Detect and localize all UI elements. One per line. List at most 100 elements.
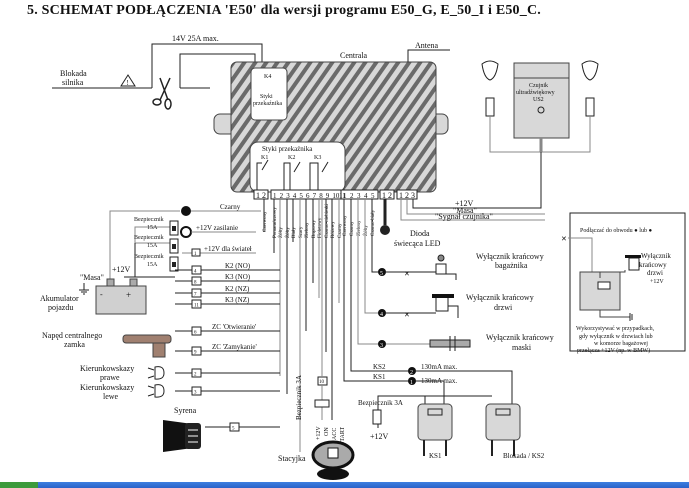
- inset-note-4: przełącza +12V (np. w BMW): [577, 347, 650, 354]
- c11-pin-2: 2: [280, 192, 284, 200]
- wire-color-label: Szary: [299, 226, 304, 238]
- battery-icon: - +: [95, 278, 147, 315]
- output-label-8: K3 (NO): [225, 273, 251, 281]
- output-pin-2: 2: [194, 373, 197, 378]
- immobilizer-label-2: silnika: [62, 78, 84, 87]
- led-pin-1: 1: [382, 191, 386, 200]
- c11-pin-4: 4: [293, 192, 297, 200]
- ign-term-start: START: [340, 427, 346, 445]
- c5-pin-2: 2: [350, 192, 354, 200]
- inset-switch-label-1: Wyłącznik: [641, 252, 671, 260]
- central-lock-label-2: zamka: [64, 340, 85, 349]
- ultrasonic-sensor: Czujnik ultradźwiękowy US2: [481, 60, 599, 153]
- output-pin-8: 8: [194, 281, 197, 286]
- output-box-9: [191, 346, 202, 356]
- fuse-icon: [169, 238, 179, 254]
- sensor-label-1: Czujnik: [529, 83, 548, 89]
- ground-label: "Masa": [80, 273, 104, 282]
- output-box-2: [191, 368, 202, 378]
- cut-mark-icon: ✕: [404, 311, 410, 319]
- relay-k3-label: K3: [314, 155, 321, 161]
- c5-pin-1: 1: [343, 192, 347, 200]
- c11-pin-7: 7: [313, 192, 317, 200]
- door-switch-icon: [432, 294, 459, 318]
- c11-pin-10: 10: [332, 192, 340, 200]
- ignition-label: Stacyjka: [278, 454, 306, 463]
- start-button[interactable]: [0, 482, 38, 488]
- pin-3-marker: 3: [380, 343, 383, 349]
- inset-switch-label-2: krańcowy: [639, 261, 667, 269]
- warning-icon: !: [120, 74, 136, 87]
- fuse-icon: [372, 409, 382, 425]
- led-pin-2: 2: [388, 191, 392, 200]
- cut-mark-icon: ✕: [561, 235, 567, 243]
- wire-color-label: Zielony: [305, 222, 310, 238]
- plus-12v-label: +12V: [112, 265, 131, 274]
- c5-pin-4: 4: [364, 192, 368, 200]
- ks2-label: KS2: [373, 363, 386, 371]
- k4-label: K4: [264, 74, 271, 80]
- fuse-1-rating: 15A: [147, 225, 158, 231]
- fuse-1-label: Bezpiecznik: [134, 217, 164, 223]
- ground-connector-icon: [181, 206, 191, 216]
- output-label-7: K2 (NZ): [225, 285, 250, 293]
- sensor-pin-2: 2: [405, 191, 409, 200]
- inset-plus-label: +12V: [650, 279, 664, 285]
- k4-contacts-label-1: Styki: [260, 94, 273, 100]
- ignition-key-icon: [311, 440, 355, 480]
- output-box-7: [191, 288, 202, 298]
- output-pin-6: 6: [194, 331, 197, 336]
- output-label-9: ZC 'Zamykanie': [212, 343, 257, 351]
- battery-minus: -: [100, 290, 103, 299]
- antenna-label: Antena: [415, 41, 439, 50]
- c5-pin-3: 3: [357, 192, 361, 200]
- ground-icon: [79, 283, 89, 295]
- immobilizer-label-1: Blokada: [60, 69, 87, 78]
- c5-pin-5: 5: [371, 192, 375, 200]
- k4-contacts-label-2: przekaźnika: [253, 101, 282, 107]
- sensor-wire-ground-label: "Masa": [453, 206, 477, 215]
- supply-label: +12V zasilanie: [196, 224, 238, 232]
- c11-pin-1: 1: [273, 192, 277, 200]
- relay-ks1-icon: [417, 403, 453, 456]
- output-label-11: K3 (NZ): [225, 296, 250, 304]
- output-box-6: [191, 326, 202, 336]
- output-pin-10: 10: [319, 380, 325, 385]
- sensor-wire-signal-label: "Sygnał czujnika": [435, 212, 493, 221]
- sensor-wire-12v-label: +12V: [455, 199, 474, 208]
- power-section: Czarny +12V zasilanie 1 +12V dla świateł…: [40, 203, 261, 315]
- sensor-wires: +12V "Masa" "Sygnał czujnika": [400, 152, 545, 221]
- wire-color-label: Zielony: [357, 220, 362, 236]
- ks-pin-1: 1: [410, 380, 413, 386]
- wire-color-label: Pomarańczowy: [273, 207, 278, 238]
- output-pin-3: 3: [194, 391, 197, 396]
- output-pin-7: 7: [194, 293, 197, 298]
- led-icon: [380, 225, 390, 235]
- relay-plus-label: +12V: [370, 432, 389, 441]
- inset-switch-label-3: drzwi: [647, 269, 663, 277]
- siren-label: Syrena: [174, 406, 197, 415]
- trunk-switch-label-2: bagażnika: [495, 261, 528, 270]
- wire-color-label: Fioletowy: [318, 217, 323, 238]
- trunk-switch-icon: [435, 254, 457, 280]
- output-label-4: K2 (NO): [225, 262, 251, 270]
- c11-pin-9: 9: [326, 192, 330, 200]
- ultrasonic-transducer-left-icon: [481, 60, 499, 117]
- supply-connector-icon: [180, 226, 192, 238]
- c11-pin-11: 11: [339, 192, 346, 200]
- wire-color-label: Biały: [292, 227, 297, 238]
- inset-relay-icon: [579, 271, 621, 311]
- c11-pin-3: 3: [286, 192, 290, 200]
- fuse-3-rating: 15A: [147, 262, 158, 268]
- c11-pin-5: 5: [299, 192, 303, 200]
- fuse-icon: [314, 399, 330, 408]
- siren-icon: [163, 420, 201, 452]
- fuse-icon: [169, 220, 179, 236]
- wire-color-label: Brązowy: [312, 219, 317, 238]
- fuse-2-rating: 15A: [147, 243, 158, 249]
- cut-mark-icon: ✕: [404, 270, 410, 278]
- lights-label: +12V dla świateł: [204, 245, 252, 253]
- relay-ks1-label: KS1: [429, 452, 442, 460]
